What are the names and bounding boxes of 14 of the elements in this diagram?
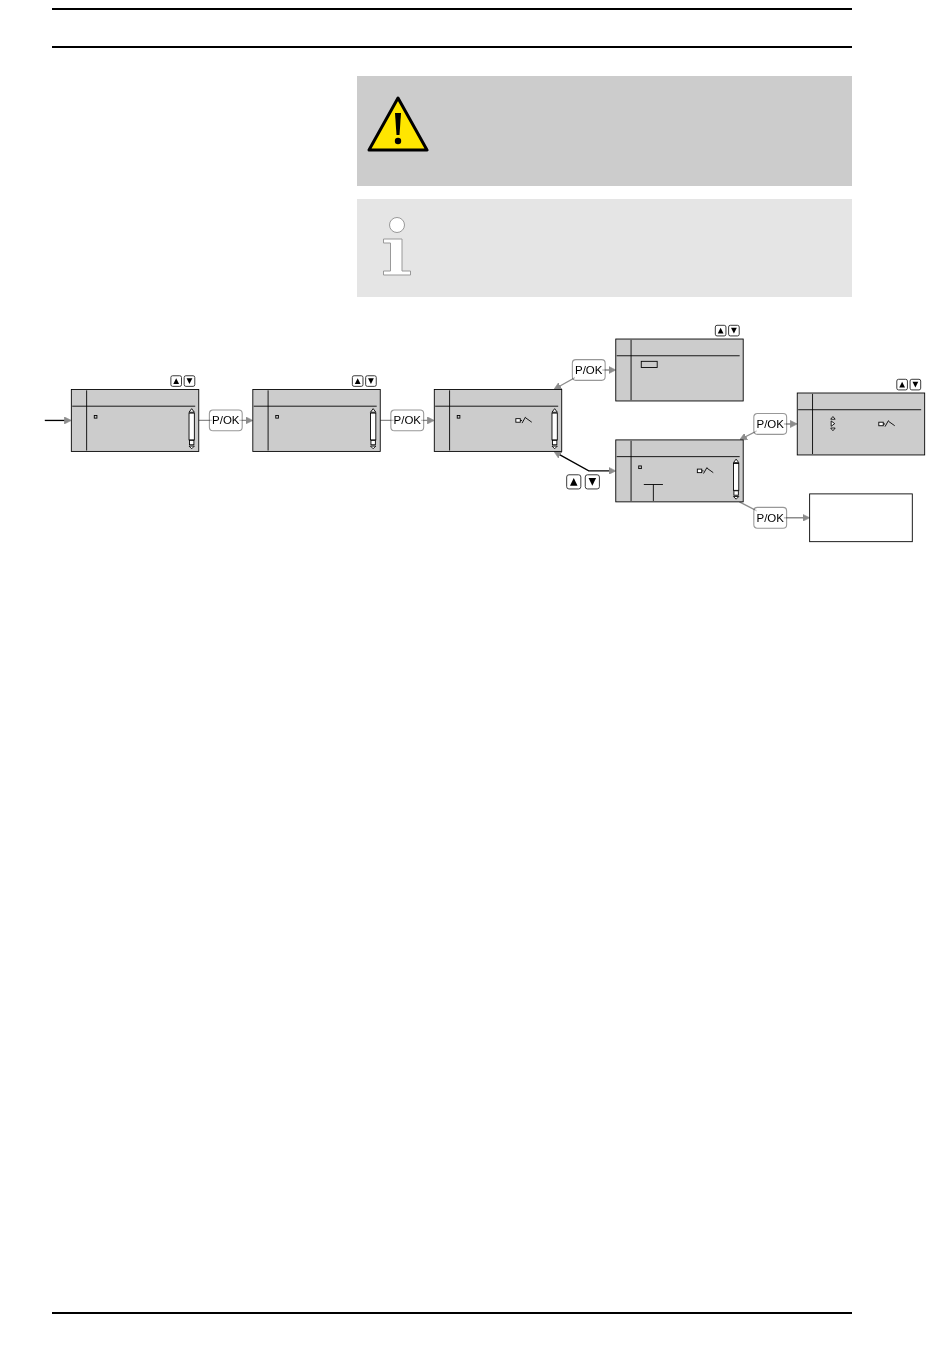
key-symbol: P/OK — [753, 413, 788, 435]
display-screen — [615, 338, 744, 402]
display-screen — [615, 439, 744, 503]
display-screen — [70, 389, 200, 452]
key-symbol: P/OK — [208, 409, 243, 432]
display-screen — [252, 389, 381, 452]
display-screen — [433, 389, 563, 452]
key-symbol: P/OK — [753, 506, 788, 529]
arrow — [44, 416, 72, 425]
key-symbol: P/OK — [390, 409, 425, 432]
outline-box — [809, 493, 913, 543]
arrow — [553, 451, 617, 475]
key-symbol: P/OK — [571, 359, 606, 381]
display-screen — [796, 392, 926, 456]
